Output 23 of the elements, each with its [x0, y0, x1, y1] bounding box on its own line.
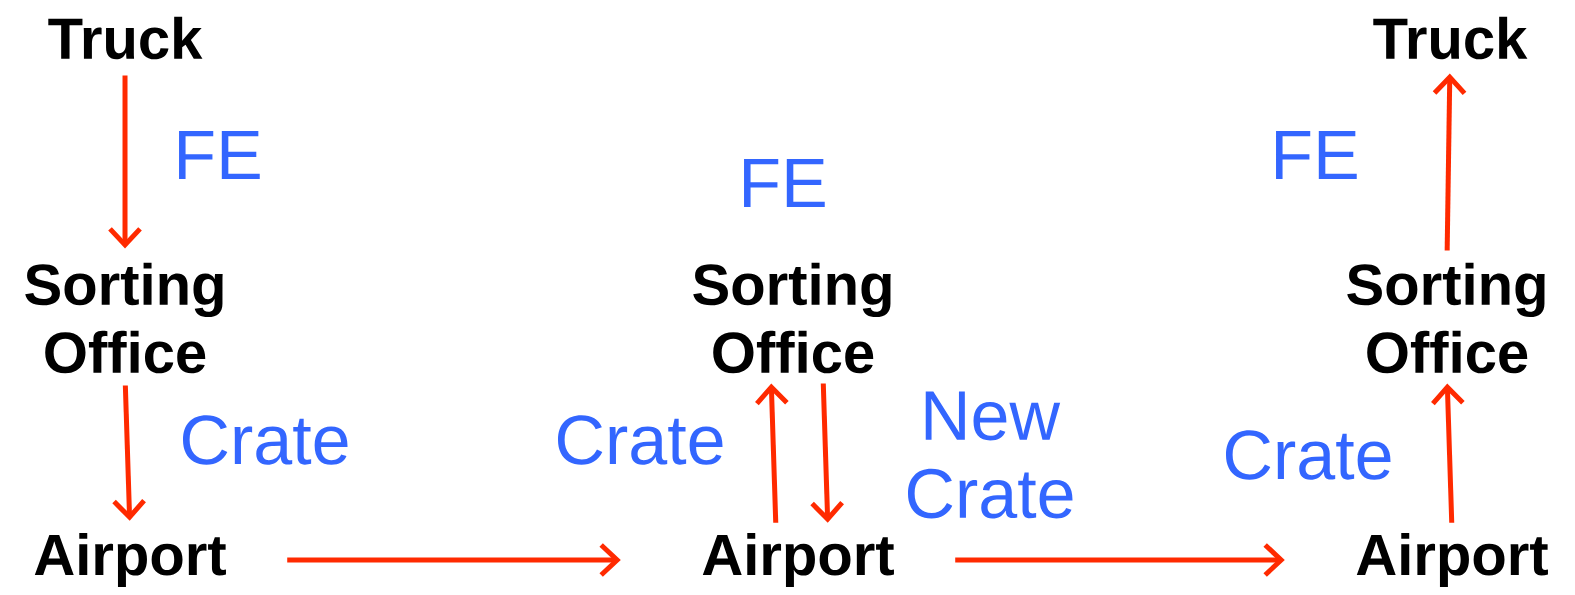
side-label: FE — [744, 158, 825, 208]
edge-label: Crate — [1226, 430, 1391, 480]
edge-label: FE — [179, 130, 260, 180]
node-label: Sorting Office — [1347, 262, 1545, 374]
edge-label: New Crate — [908, 391, 1073, 519]
edge-label: FE — [1276, 130, 1357, 180]
arrow — [1431, 383, 1465, 523]
arrow — [1432, 73, 1467, 251]
arrow — [755, 383, 789, 523]
arrow — [108, 75, 142, 249]
arrow — [810, 383, 844, 523]
node-label: Airport — [1356, 532, 1548, 587]
edge-label: Crate — [183, 415, 348, 465]
arrow — [112, 385, 146, 521]
node-label: Truck — [1373, 16, 1528, 60]
node-label: Sorting Office — [693, 262, 891, 374]
node-label: Sorting Office — [25, 262, 223, 374]
node-label: Airport — [34, 532, 226, 587]
node-label: Truck — [48, 16, 203, 60]
edge-label: Crate — [558, 415, 723, 465]
arrow — [287, 543, 621, 577]
node-label: Airport — [702, 532, 894, 587]
arrow — [955, 543, 1285, 577]
